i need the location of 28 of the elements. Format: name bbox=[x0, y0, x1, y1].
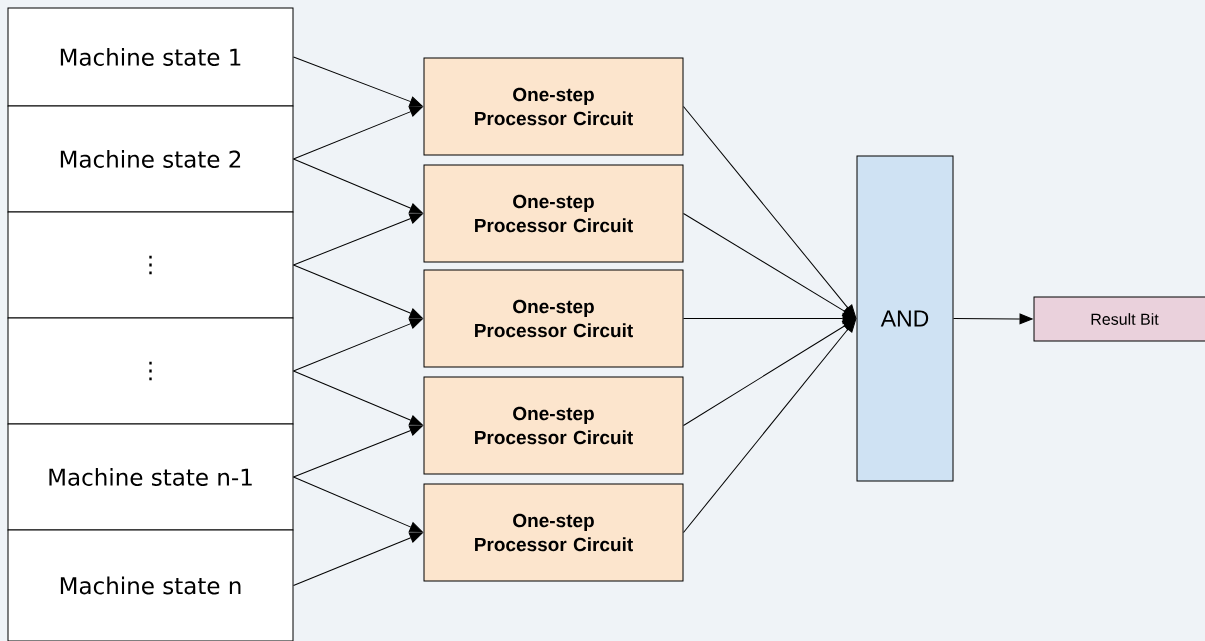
and-gate-box: AND bbox=[856, 155, 954, 482]
processor-box: One-step Processor Circuit bbox=[423, 376, 684, 475]
processor-box: One-step Processor Circuit bbox=[423, 269, 684, 368]
arrow bbox=[293, 532, 423, 586]
processor-box: One-step Processor Circuit bbox=[423, 483, 684, 582]
arrow bbox=[683, 319, 857, 533]
arrow bbox=[293, 213, 423, 266]
result-box: Result Bit bbox=[1033, 296, 1205, 342]
arrow bbox=[293, 425, 423, 478]
arrow bbox=[683, 213, 856, 319]
arrow bbox=[293, 106, 423, 160]
table-cell: ⋮ bbox=[7, 317, 294, 425]
table-cell: Machine state n bbox=[7, 529, 294, 641]
arrow bbox=[293, 56, 423, 107]
arrow bbox=[293, 158, 423, 214]
table-cell: ⋮ bbox=[7, 211, 294, 319]
arrow bbox=[683, 313, 856, 324]
table-cell: Machine state n-1 bbox=[7, 423, 294, 531]
arrow bbox=[293, 370, 423, 426]
table-cell: Machine state 1 bbox=[7, 7, 294, 107]
arrow bbox=[293, 476, 423, 533]
arrow bbox=[293, 264, 423, 319]
processor-box: One-step Processor Circuit bbox=[423, 164, 684, 263]
arrow bbox=[953, 313, 1033, 325]
table-cell: Machine state 2 bbox=[7, 105, 294, 213]
arrow bbox=[683, 106, 857, 318]
arrow bbox=[293, 318, 423, 372]
processor-box: One-step Processor Circuit bbox=[423, 57, 684, 156]
